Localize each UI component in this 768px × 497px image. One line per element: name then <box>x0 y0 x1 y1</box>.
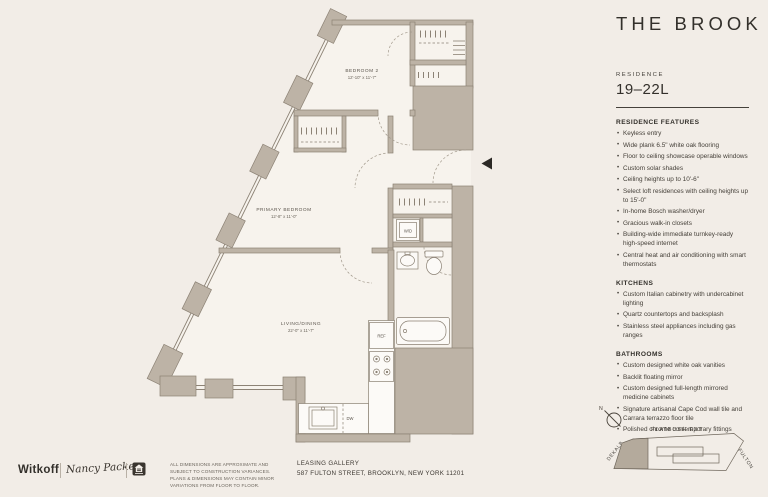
floor-plan: BEDROOM 2 12'-10" x 11'-7" PRIMARY BEDRO… <box>146 8 492 443</box>
witkoff-logo: Witkoff <box>18 464 59 476</box>
right-wall <box>465 21 474 89</box>
room-dims: 22'-0" x 11'-7" <box>288 328 315 333</box>
feature-item: Ceiling heights up to 10'-6" <box>616 176 749 185</box>
feature-item: Custom solar shades <box>616 164 749 174</box>
bathroom-sink <box>396 251 419 270</box>
unit-location-highlight <box>613 437 649 470</box>
room-label: LIVING/DINING <box>281 321 321 327</box>
street-flatbush: FLATBUSH EXT <box>651 427 703 433</box>
feature-item: Polished chrome contemporary fittings <box>616 426 749 435</box>
ref-label: REF <box>377 334 386 339</box>
room-label: PRIMARY BEDROOM <box>256 207 311 213</box>
feature-item: Gracious walk-in closets <box>616 219 749 229</box>
section-heading: BATHROOMS <box>616 350 663 358</box>
equal-housing-icon <box>132 462 146 483</box>
room-labels: BEDROOM 2 12'-10" x 11'-7" PRIMARY BEDRO… <box>256 68 412 421</box>
feature-list: Keyless entryWide plank 6.5" white oak f… <box>616 130 749 270</box>
room-dims: 12'-10" x 11'-7" <box>348 75 377 80</box>
dw-label: DW <box>347 416 354 421</box>
feature-item: Keyless entry <box>616 130 749 139</box>
fixtures <box>298 219 450 434</box>
feature-item: Central heat and air conditioning with s… <box>616 252 749 270</box>
room-dims: 12'-8" x 11'-0" <box>271 214 298 219</box>
feature-list: Custom designed white oak vanitiesBackli… <box>616 361 749 435</box>
feature-item: Stainless steel appliances including gas… <box>616 323 749 341</box>
residence-number: 19–22L <box>616 81 670 98</box>
building-footprint <box>613 433 744 471</box>
feature-item: Quartz countertops and backsplash <box>616 311 749 320</box>
south-core <box>394 347 474 435</box>
facade-pier <box>204 378 234 399</box>
feature-item: Custom designed white oak vanities <box>616 361 749 371</box>
leasing-line2: 587 FULTON STREET, BROOKLYN, NEW YORK 11… <box>297 469 465 477</box>
feature-item: Signature artisanal Cape Cod wall tile a… <box>616 405 749 424</box>
door-arcs <box>339 31 467 284</box>
building-title: THE BROOK <box>616 13 762 34</box>
feature-item: Building-wide immediate turnkey-ready hi… <box>616 231 749 249</box>
washer-dryer <box>396 219 420 241</box>
footer-divider <box>60 463 61 478</box>
feature-item: Wide plank 6.5" white oak flooring <box>616 141 749 151</box>
feature-item: Custom designed full-length mirrored med… <box>616 385 749 403</box>
shaft <box>412 85 474 151</box>
room-label: BEDROOM 2 <box>345 68 378 74</box>
corner-pier <box>159 375 197 397</box>
toilet <box>424 250 444 275</box>
section-residence-features: RESIDENCE FEATURES Keyless entryWide pla… <box>616 119 749 270</box>
range <box>369 351 394 382</box>
refrigerator <box>369 322 394 349</box>
section-heading: RESIDENCE FEATURES <box>616 119 700 126</box>
leasing-line1: LEASING GALLERY <box>297 460 360 467</box>
feature-item: In-home Bosch washer/dryer <box>616 208 749 217</box>
residence-label: RESIDENCE <box>616 72 664 78</box>
feature-item: Backlit floating mirror <box>616 373 749 383</box>
closet-rods <box>301 30 465 206</box>
entry-arrow-icon <box>481 157 492 170</box>
north-label: N <box>599 406 603 412</box>
leasing-gallery-info: LEASING GALLERY 587 FULTON STREET, BROOK… <box>297 459 464 479</box>
site-map: N FLATBUSH EXT DEKALB FULTON <box>599 406 754 471</box>
feature-item: Custom Italian cabinetry with undercabin… <box>616 290 749 309</box>
divider-rule <box>616 107 749 108</box>
footer-divider <box>126 463 127 478</box>
section-kitchens: KITCHENS Custom Italian cabinetry with u… <box>616 280 749 341</box>
feature-item: Select loft residences with ceiling heig… <box>616 187 749 206</box>
section-bathrooms: BATHROOMS Custom designed white oak vani… <box>616 351 749 435</box>
wd-label: W/D <box>404 229 412 234</box>
bathtub <box>396 317 450 345</box>
kitchen-sink <box>308 406 338 430</box>
compass-icon <box>604 410 622 428</box>
street-fulton: FULTON <box>736 448 754 471</box>
feature-item: Floor to ceiling showcase operable windo… <box>616 153 749 162</box>
info-panel: THE BROOK RESIDENCE 19–22L RESIDENCE FEA… <box>616 13 762 438</box>
disclaimer-text: All dimensions are approximate and subje… <box>170 462 275 489</box>
top-wall <box>331 19 474 26</box>
feature-list: Custom Italian cabinetry with undercabin… <box>616 290 749 341</box>
section-heading: KITCHENS <box>616 279 654 287</box>
